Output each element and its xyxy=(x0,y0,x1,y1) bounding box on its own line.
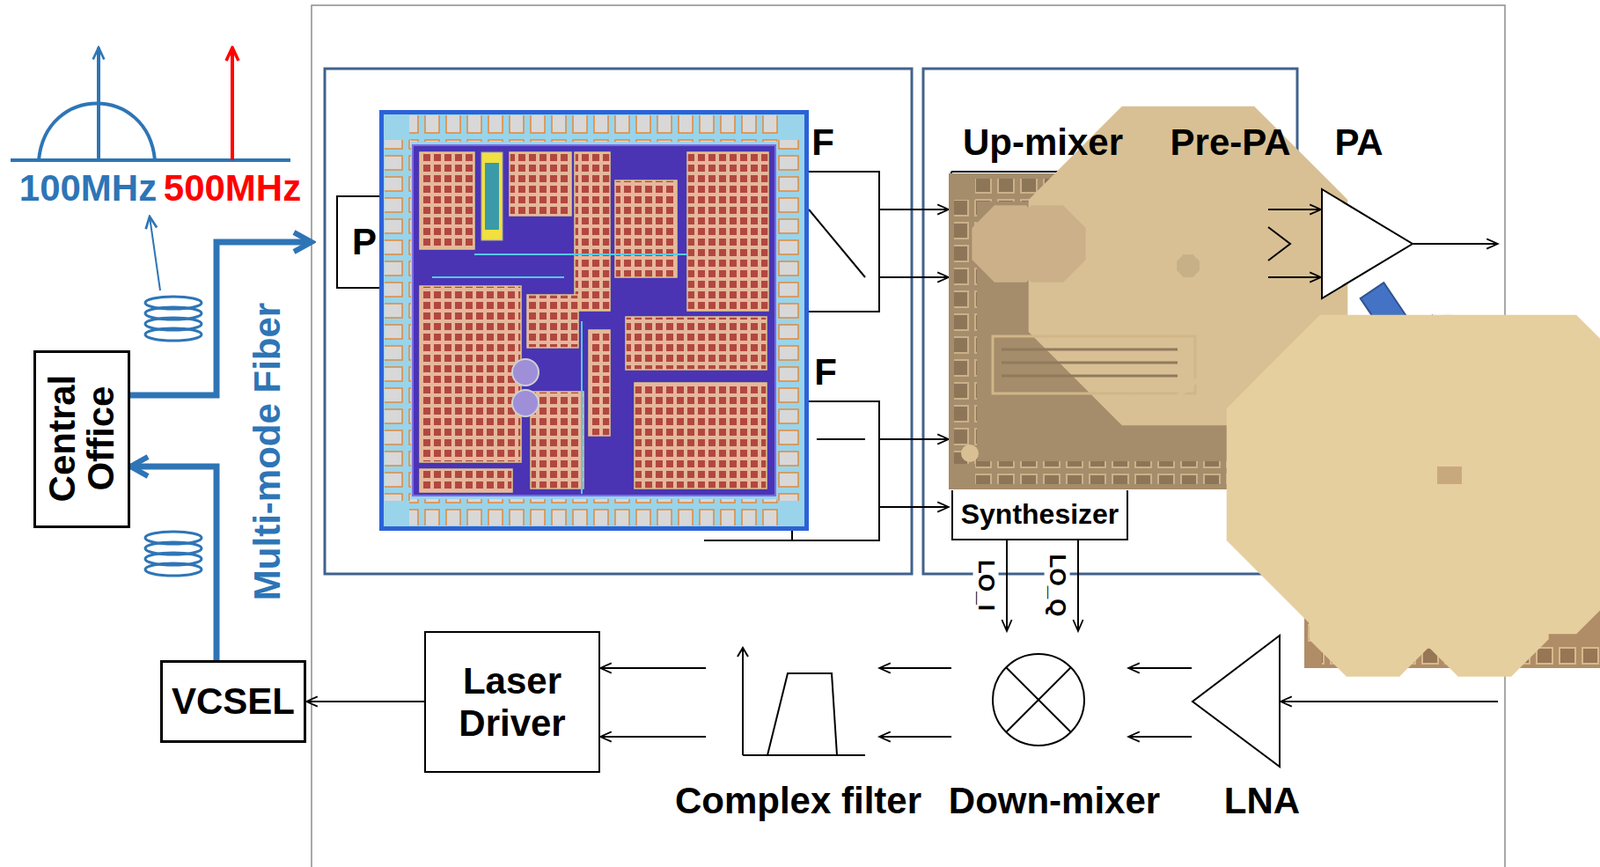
frequency-label: 500MHz xyxy=(163,167,301,209)
pa-symbol xyxy=(1321,189,1413,299)
fiber-label: Multi-mode Fiber xyxy=(246,302,288,601)
signal-line xyxy=(600,667,706,669)
frequency-label: 100MHz xyxy=(19,167,157,209)
label-holder: Complex filter xyxy=(675,779,922,822)
block-label: F xyxy=(811,121,835,163)
label-holder: 100MHz xyxy=(19,167,157,209)
pre-pa-symbol xyxy=(1268,227,1291,261)
board-outline xyxy=(311,5,1505,867)
block-label: Pre-PA xyxy=(1170,121,1292,163)
block-caption: Complex filter xyxy=(675,779,922,822)
signal-line xyxy=(879,667,952,669)
signal-line xyxy=(600,735,706,738)
filter-box: Complex filter xyxy=(705,631,880,773)
office-box: Central Office xyxy=(33,350,131,529)
box-label: Synthesizer xyxy=(961,499,1120,531)
fiber-coil xyxy=(145,296,202,576)
signal-line xyxy=(1077,540,1079,632)
amplifier-triangle: PA xyxy=(1321,188,1414,300)
block-label: F xyxy=(814,351,837,393)
filter-symbol xyxy=(737,647,866,756)
label-holder: PA xyxy=(1334,121,1383,163)
box-label: Central Office xyxy=(43,359,121,519)
label-holder: LNA xyxy=(1224,779,1300,822)
label-holder: P xyxy=(352,220,377,263)
label-holder: F xyxy=(814,351,837,393)
synthesizer-box: Synthesizer xyxy=(951,490,1129,541)
amplifier-triangle: LNA xyxy=(1191,634,1281,768)
label-holder: 500MHz xyxy=(163,167,301,209)
fiber-link xyxy=(130,466,217,661)
signal-name: LO_I xyxy=(972,557,999,613)
signal-line xyxy=(879,735,952,738)
label-holder: F xyxy=(811,121,835,163)
label-holder: LO_I xyxy=(972,557,999,613)
label-holder: Multi-mode Fiber xyxy=(246,302,288,601)
mixer-symbol xyxy=(992,653,1085,746)
box-label: Laser Driver xyxy=(437,660,588,743)
label-holder: Pre-PA xyxy=(1170,121,1292,163)
signal-name: LO_Q xyxy=(1043,552,1070,619)
signal-line xyxy=(1005,540,1008,632)
box-label: VCSEL xyxy=(171,680,295,722)
pa-chip-photo xyxy=(1304,392,1600,668)
block-caption: PA xyxy=(1334,121,1383,163)
lna-symbol xyxy=(1192,635,1280,767)
signal-line xyxy=(1128,667,1192,669)
label-holder: LO_Q xyxy=(1043,552,1070,619)
chip-frame xyxy=(324,68,912,574)
laser-box: VCSEL xyxy=(160,660,307,743)
label-holder: Up-mixer xyxy=(962,121,1123,163)
block-caption: Down-mixer xyxy=(948,779,1160,822)
block-label: P xyxy=(352,220,377,263)
chip-layout xyxy=(379,110,809,531)
driver-box: Laser Driver xyxy=(424,631,601,773)
signal-line xyxy=(306,700,425,703)
signal-line xyxy=(1128,735,1192,738)
chip-photo xyxy=(948,173,1269,490)
block-caption: LNA xyxy=(1224,779,1300,822)
block-label: Up-mixer xyxy=(962,121,1123,163)
label-holder: Down-mixer xyxy=(948,779,1160,822)
mixer-box: Down-mixer xyxy=(951,631,1129,773)
